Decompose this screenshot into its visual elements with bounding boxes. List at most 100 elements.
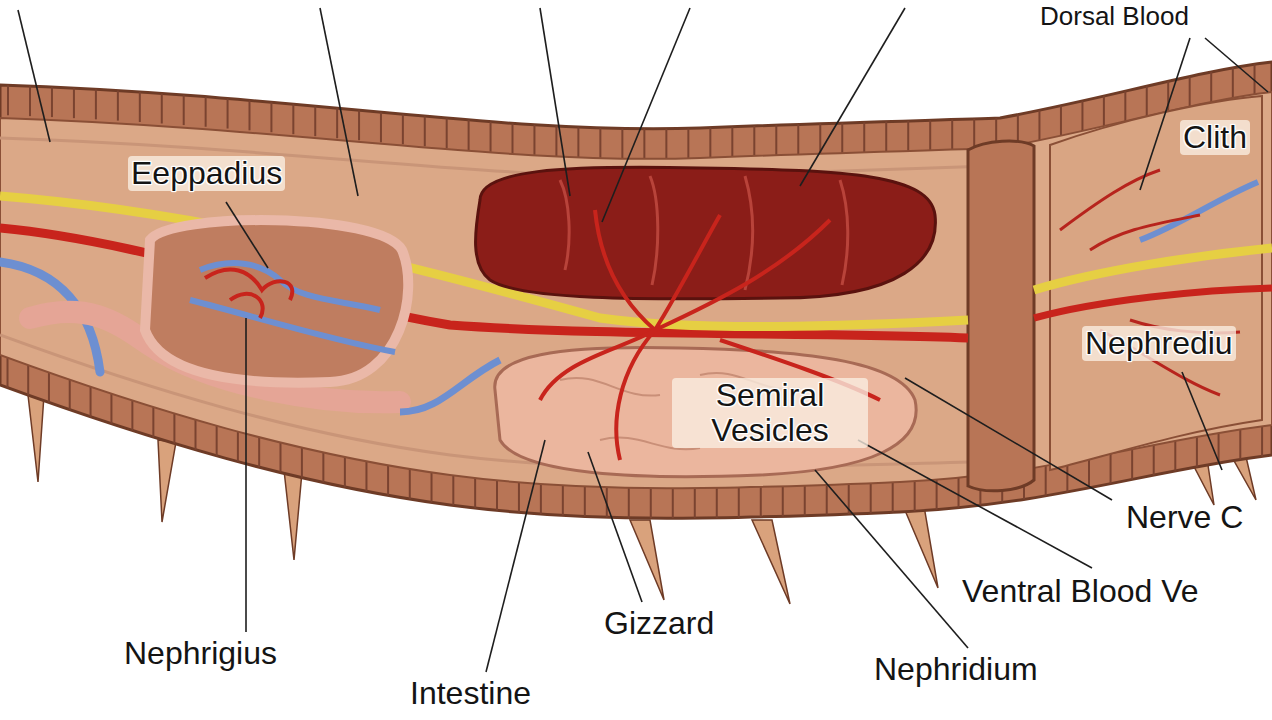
body-ring bbox=[973, 119, 975, 149]
body-ring bbox=[1088, 458, 1090, 488]
body-ring bbox=[139, 92, 141, 122]
leader-line bbox=[1205, 38, 1268, 92]
part-label: Nerve C bbox=[1126, 500, 1243, 535]
leader-line bbox=[540, 8, 570, 196]
body-ring bbox=[577, 127, 579, 157]
leader-line bbox=[486, 440, 545, 672]
body-ring bbox=[409, 469, 411, 499]
body-ring bbox=[731, 127, 733, 157]
body-ring bbox=[29, 86, 31, 116]
leader-line bbox=[905, 378, 1112, 500]
body-ring bbox=[69, 380, 71, 410]
leader-line bbox=[588, 452, 642, 602]
capillaries bbox=[1060, 170, 1240, 395]
body-ring bbox=[672, 488, 674, 518]
body-ring bbox=[227, 99, 229, 129]
body-ring bbox=[474, 478, 476, 508]
part-label: Ventral Blood Ve bbox=[962, 574, 1199, 609]
seta bbox=[752, 520, 790, 604]
body-ring bbox=[183, 95, 185, 125]
body-ring bbox=[387, 465, 389, 495]
body-ring bbox=[599, 128, 601, 158]
body-ring bbox=[468, 120, 470, 150]
body-ring bbox=[1131, 449, 1133, 479]
body-ring bbox=[782, 486, 784, 516]
body-ring bbox=[892, 482, 894, 512]
body-ring bbox=[1081, 101, 1083, 131]
leader-line bbox=[320, 8, 358, 196]
body-ring bbox=[1196, 437, 1198, 467]
body-ring bbox=[7, 85, 9, 115]
body-ring bbox=[804, 486, 806, 516]
body-ring bbox=[621, 129, 623, 159]
body-ring bbox=[216, 426, 218, 456]
body-ring bbox=[1103, 96, 1105, 126]
body-ring bbox=[650, 488, 652, 518]
body-ring bbox=[490, 122, 492, 152]
body-ring bbox=[555, 126, 557, 156]
body-ring bbox=[258, 437, 260, 467]
body-ring bbox=[1174, 441, 1176, 471]
blood-vessel bbox=[190, 263, 395, 352]
part-label: Nephridium bbox=[874, 652, 1038, 687]
body-ring bbox=[344, 457, 346, 487]
body-ring bbox=[797, 124, 799, 154]
body-ring bbox=[496, 480, 498, 510]
leader-line bbox=[1140, 38, 1190, 190]
leader-line bbox=[858, 440, 1092, 568]
body-ring bbox=[161, 93, 163, 123]
body-ring bbox=[7, 358, 9, 388]
body-ring bbox=[929, 120, 931, 150]
part-label: Gizzard bbox=[604, 606, 714, 641]
body-ring bbox=[540, 484, 542, 514]
body-ring bbox=[914, 481, 916, 511]
body-ring bbox=[643, 129, 645, 159]
body-ring bbox=[365, 461, 367, 491]
body-ring bbox=[562, 485, 564, 515]
gizzard bbox=[495, 347, 916, 476]
body-ring bbox=[27, 365, 29, 395]
body-ring bbox=[73, 88, 75, 118]
leader-line bbox=[226, 202, 268, 268]
body-ring bbox=[195, 420, 197, 450]
body-ring bbox=[452, 475, 454, 505]
body-ring bbox=[511, 123, 513, 153]
body-ring bbox=[270, 102, 272, 132]
body-ring bbox=[446, 118, 448, 148]
body-ring bbox=[518, 482, 520, 512]
body-ring bbox=[1124, 91, 1126, 121]
body-ring bbox=[279, 443, 281, 473]
body-ring bbox=[1045, 466, 1047, 496]
part-label: Nephrediu bbox=[1082, 326, 1236, 361]
crop bbox=[476, 167, 936, 299]
body-ring bbox=[358, 110, 360, 140]
body-ring bbox=[738, 488, 740, 518]
body-ring bbox=[863, 122, 865, 152]
body-ring bbox=[885, 122, 887, 152]
body-ring bbox=[1153, 445, 1155, 475]
body-ring bbox=[431, 472, 433, 502]
segment-cavity bbox=[1050, 96, 1262, 470]
body-ring bbox=[775, 125, 777, 155]
body-ring bbox=[533, 125, 535, 155]
body-ring bbox=[336, 108, 338, 138]
blood-vessels bbox=[540, 210, 880, 460]
worm-body bbox=[0, 62, 1272, 518]
body-ring bbox=[907, 121, 909, 151]
body-ring bbox=[1110, 454, 1112, 484]
leader-line bbox=[1182, 372, 1222, 470]
nephridium-loop bbox=[145, 220, 408, 383]
body-ring bbox=[687, 128, 689, 158]
part-label: Eeppadius bbox=[128, 156, 285, 191]
body-ring bbox=[402, 114, 404, 144]
body-ring bbox=[958, 478, 960, 508]
body-ring bbox=[841, 123, 843, 153]
capillaries bbox=[205, 269, 292, 318]
seta bbox=[158, 440, 176, 522]
seta bbox=[284, 470, 302, 560]
body-ring bbox=[760, 487, 762, 517]
part-label: Dorsal Blood bbox=[1040, 2, 1189, 31]
body-ring bbox=[322, 453, 324, 483]
